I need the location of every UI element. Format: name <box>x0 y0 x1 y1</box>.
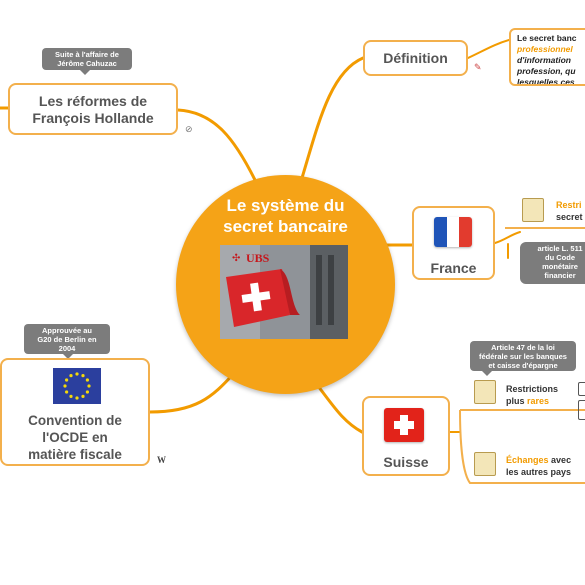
suisse-exchange-icon <box>474 452 496 476</box>
definition-text-line1: Le secret banc <box>517 33 577 43</box>
ubs-keys-icon: ✣ <box>232 253 241 264</box>
definition-text-box: Le secret banc professionnel d'informati… <box>509 28 585 86</box>
suisse-lock-icon <box>474 380 496 404</box>
ocde-note-line3: 2004 <box>58 344 76 353</box>
link-icon[interactable]: ⊘ <box>185 124 193 134</box>
definition-label: Définition <box>383 50 448 66</box>
suisse-item1-plus: plus <box>506 396 525 406</box>
definition-text-line4: profession, qu <box>517 66 576 76</box>
definition-text-line3: d'information <box>517 55 571 65</box>
suisse-label: Suisse <box>383 454 429 470</box>
france-note: article L. 511 du Code monétaire financi… <box>520 242 585 284</box>
ocde-label-line2: l'OCDE en <box>42 430 108 445</box>
hollande-note-line2: Jérôme Cahuzac <box>57 59 117 68</box>
ubs-flag-photo: UBS ✣ <box>220 245 348 339</box>
ocde-label-line3: matière fiscale <box>28 447 122 462</box>
note-icon[interactable]: ✎ <box>474 62 482 72</box>
central-topic[interactable]: Le système du secret bancaire UBS ✣ <box>176 175 395 394</box>
suisse-item1-edge-box <box>578 382 585 396</box>
suisse-note-line1: Article 47 de la loi <box>491 343 555 352</box>
hollande-node[interactable]: Les réformes de François Hollande <box>8 83 178 135</box>
definition-text-line2: professionnel <box>517 44 573 54</box>
suisse-item1-edge-box2 <box>578 400 585 420</box>
ocde-note-line1: Approuvée au <box>41 326 92 335</box>
france-item1[interactable]: Restri secret <box>556 199 583 223</box>
france-item1-rest: secret <box>556 212 583 222</box>
suisse-note: Article 47 de la loi fédérale sur les ba… <box>470 341 576 371</box>
france-note-line2: du Code <box>545 253 575 262</box>
ocde-node[interactable]: Convention de l'OCDE en matière fiscale <box>0 358 150 466</box>
suisse-item2-line2: les autres pays <box>506 467 572 477</box>
suisse-item1[interactable]: Restrictions plus rares <box>506 383 558 407</box>
france-note-line4: financier <box>544 271 576 280</box>
definition-text-line5: lesquelles ces <box>517 77 575 86</box>
france-lock-icon <box>522 198 544 222</box>
hollande-label-line1: Les réformes de <box>38 93 148 109</box>
suisse-node[interactable]: Suisse <box>362 396 450 476</box>
suisse-item2[interactable]: Échanges avec les autres pays <box>506 454 571 478</box>
suisse-item2-word: Échanges <box>506 455 549 465</box>
ocde-note-line2: G20 de Berlin en <box>37 335 97 344</box>
ocde-note-pointer <box>63 354 73 359</box>
france-note-line3: monétaire <box>542 262 578 271</box>
suisse-item1-rare: rares <box>527 396 550 406</box>
france-note-line1: article L. 511 <box>537 244 583 253</box>
france-item1-word: Restri <box>556 200 582 210</box>
hollande-note-pointer <box>80 70 90 75</box>
eu-flag-icon <box>53 368 101 404</box>
hollande-label-line2: François Hollande <box>32 110 154 126</box>
central-topic-title: Le système du secret bancaire <box>176 195 395 237</box>
suisse-note-line2: fédérale sur les banques <box>479 352 567 361</box>
suisse-note-pointer <box>482 371 492 376</box>
ocde-note: Approuvée au G20 de Berlin en 2004 <box>24 324 110 354</box>
france-node[interactable]: France <box>412 206 495 280</box>
hollande-note: Suite à l'affaire de Jérôme Cahuzac <box>42 48 132 70</box>
suisse-item2-rest: avec <box>551 455 572 465</box>
hollande-note-line1: Suite à l'affaire de <box>55 50 119 59</box>
central-title-line2: secret bancaire <box>223 217 348 236</box>
ubs-flag-illustration <box>220 245 348 339</box>
suisse-item1-line1: Restrictions <box>506 384 559 394</box>
definition-node[interactable]: Définition <box>363 40 468 76</box>
france-flag-icon <box>434 217 472 247</box>
suisse-note-line3: et caisse d'épargne <box>488 361 558 370</box>
ubs-logo-text: UBS <box>246 251 270 265</box>
wikipedia-icon[interactable]: W <box>157 455 166 465</box>
ocde-label-line1: Convention de <box>28 413 122 428</box>
france-label: France <box>430 260 477 276</box>
swiss-flag-icon <box>384 408 424 442</box>
ocde-label: Convention de l'OCDE en matière fiscale <box>2 412 148 463</box>
central-title-line1: Le système du <box>226 196 345 215</box>
